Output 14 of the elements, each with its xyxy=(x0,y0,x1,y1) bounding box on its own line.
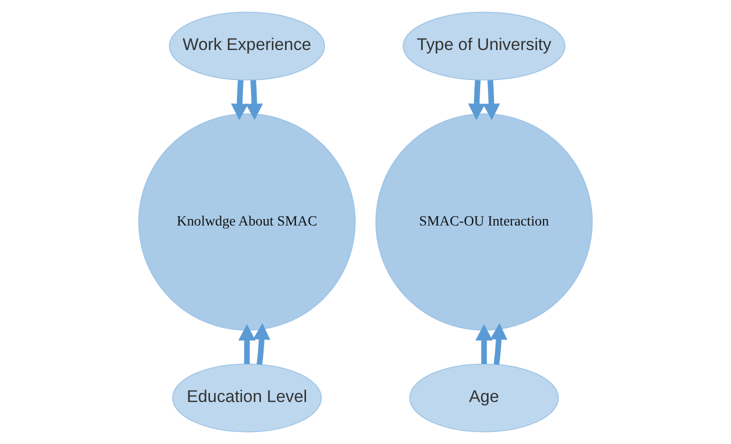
arrow xyxy=(490,323,508,365)
arrow xyxy=(482,80,500,120)
arrow xyxy=(246,80,263,120)
arrow xyxy=(475,324,493,364)
node-ellipse: Age xyxy=(409,364,559,432)
node-circle: SMAC-OU Interaction xyxy=(375,113,593,331)
node-ellipse: Type of University xyxy=(402,12,566,80)
node-circle: Knolwdge About SMAC xyxy=(138,113,356,331)
arrow xyxy=(468,80,486,120)
arrow xyxy=(231,80,248,120)
arrow xyxy=(238,324,256,364)
node-ellipse: Education Level xyxy=(172,364,322,432)
arrow xyxy=(253,323,270,365)
node-ellipse: Work Experience xyxy=(168,12,326,80)
